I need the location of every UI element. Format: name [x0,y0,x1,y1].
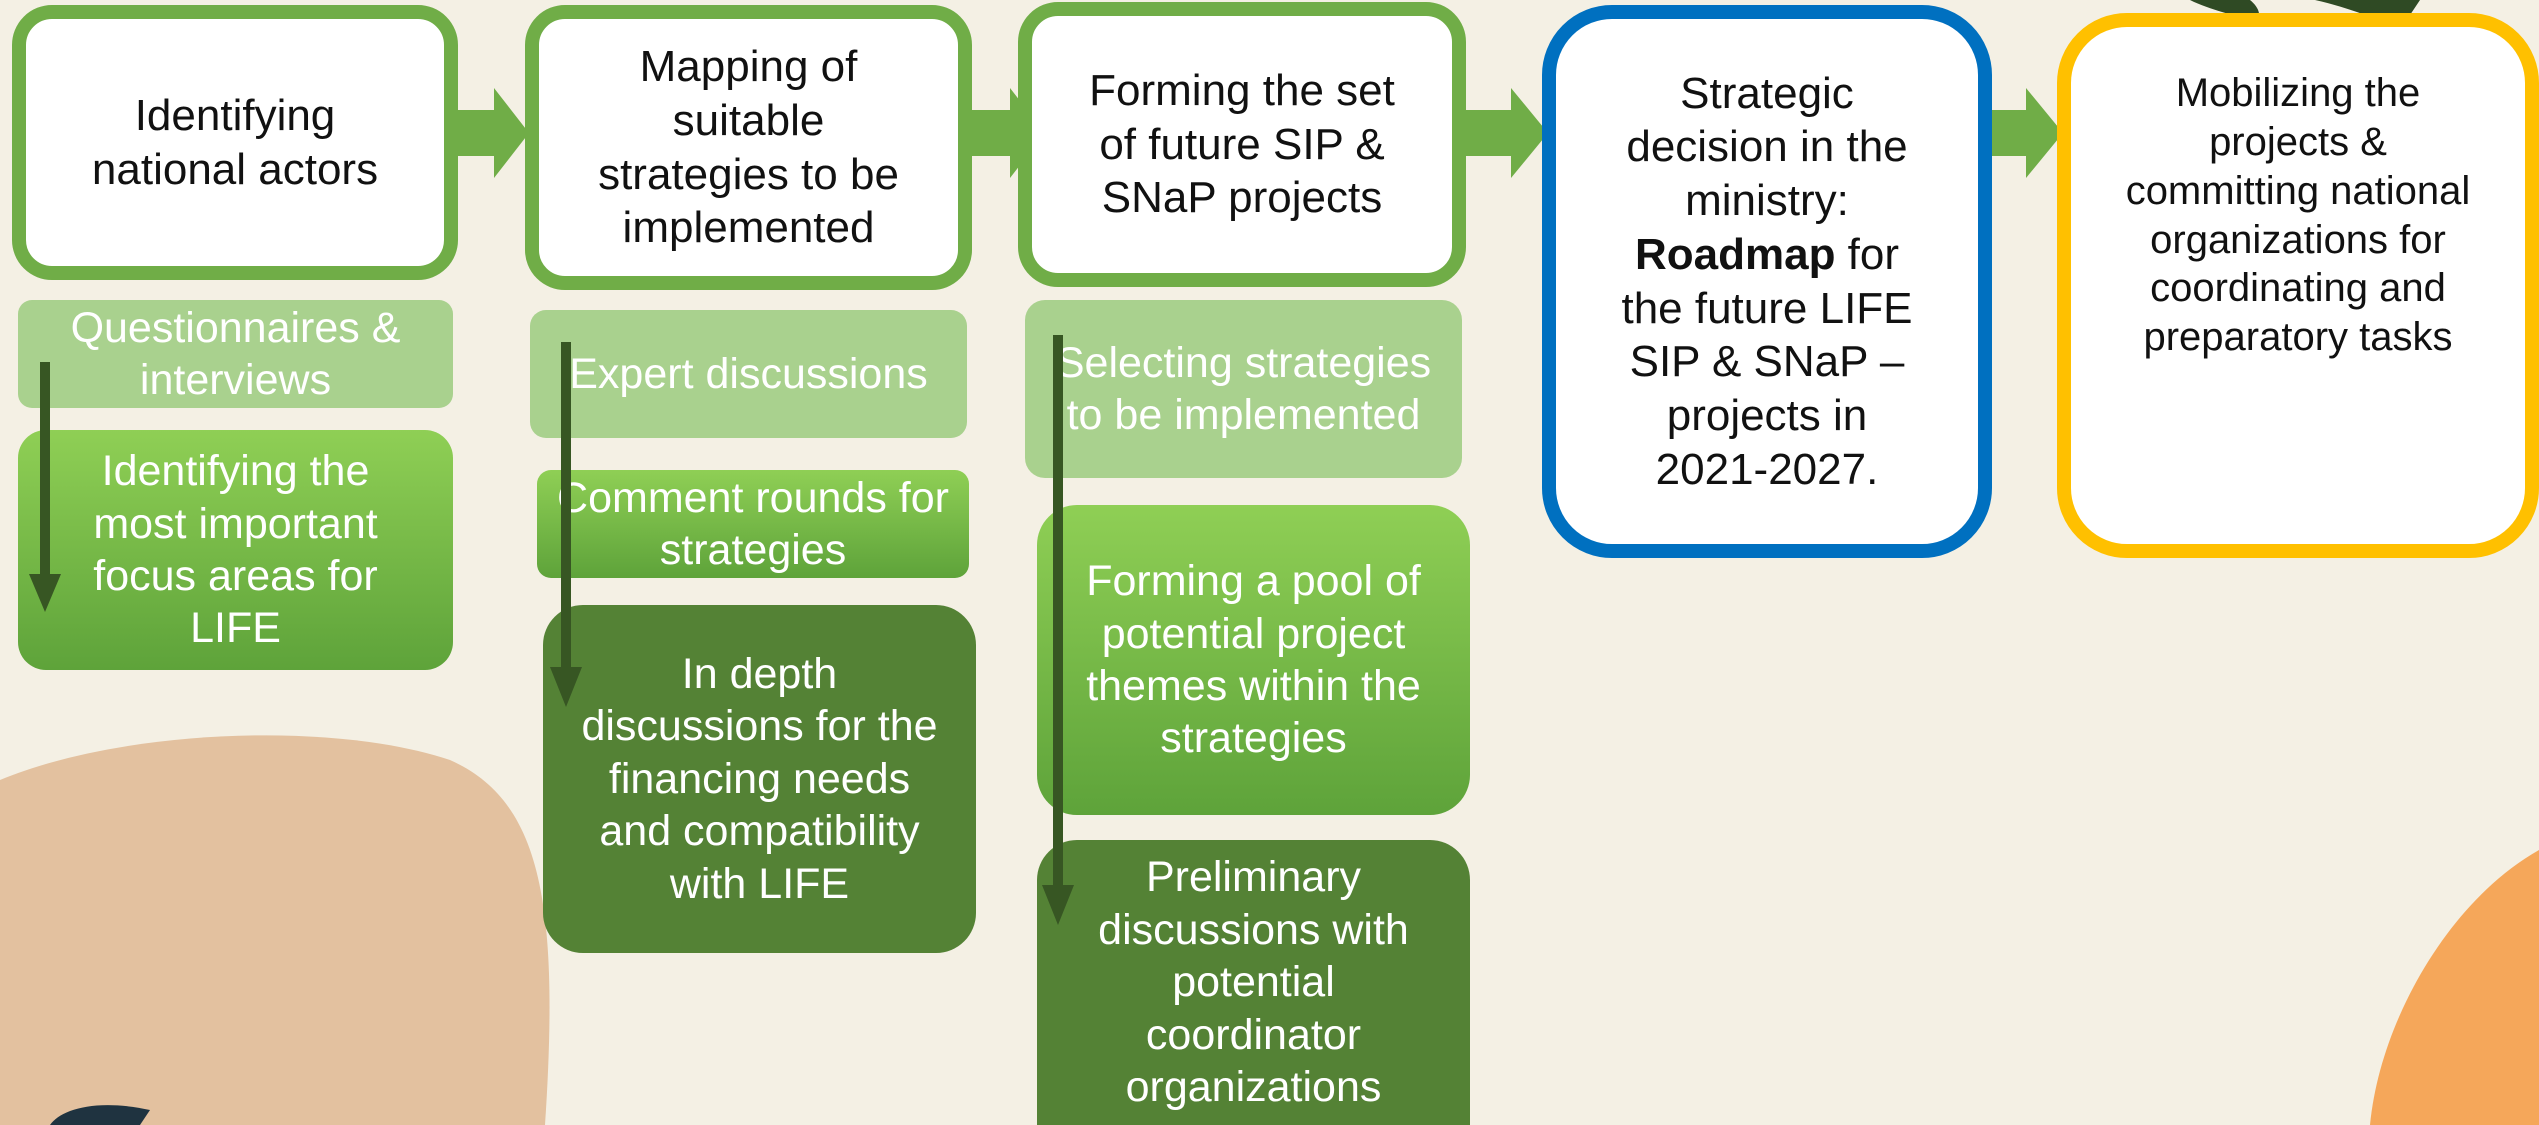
step-label: In depth discussions for the financing n… [581,649,938,908]
step-label: Questionnaires & interviews [70,303,401,404]
step-label: Preliminary discussions with potential c… [1098,853,1409,1112]
step-questionnaires-interviews: Questionnaires & interviews [18,300,453,408]
stage-label-part1: Strategic decision in the ministry: [1626,68,1908,226]
dark-corner-shape [50,1105,150,1125]
step-preliminary-discussions: Preliminary discussions with potential c… [1037,840,1470,1125]
stage-label: Mapping of suitable strategies to be imp… [598,42,899,253]
stage-mapping-strategies: Mapping of suitable strategies to be imp… [525,5,972,290]
tan-blob-shape [0,735,550,1125]
step-label: Comment rounds for strategies [557,473,949,574]
step-expert-discussions: Expert discussions [530,310,967,438]
stage-label: Mobilizing the projects & committing nat… [2125,71,2471,360]
stage-label-part2: for the future LIFE SIP & SNaP – project… [1621,229,1913,494]
arrow-right-icon [1978,88,2063,178]
stage-label: Forming the set of future SIP & SNaP pro… [1089,65,1395,223]
down-arrow-icon [1042,335,1074,925]
step-selecting-strategies: Selecting strategies to be implemented [1025,300,1462,478]
stage-forming-project-set: Forming the set of future SIP & SNaP pro… [1018,2,1466,287]
arrow-right-icon [1463,88,1548,178]
step-identifying-focus-areas: Identifying the most important focus are… [18,430,453,670]
step-label: Identifying the most important focus are… [93,447,378,653]
down-arrow-icon [29,362,61,612]
stage-label: Identifying national actors [91,90,379,194]
stage-mobilizing-projects: Mobilizing the projects & committing nat… [2057,13,2539,558]
step-comment-rounds: Comment rounds for strategies [537,470,969,578]
step-label: Expert discussions [569,349,928,398]
roadmap-emphasis: Roadmap [1634,229,1836,279]
orange-blob-shape [2370,850,2539,1125]
stage-strategic-decision: Strategic decision in the ministry: Road… [1542,5,1992,558]
arrow-right-icon [449,88,529,178]
step-label: Selecting strategies to be implemented [1055,338,1432,439]
step-forming-pool: Forming a pool of potential project them… [1037,505,1470,815]
step-label: Forming a pool of potential project them… [1086,557,1421,763]
step-in-depth-discussions: In depth discussions for the financing n… [543,605,976,953]
stage-identifying-national-actors: Identifying national actors [12,5,458,280]
down-arrow-icon [550,342,582,707]
